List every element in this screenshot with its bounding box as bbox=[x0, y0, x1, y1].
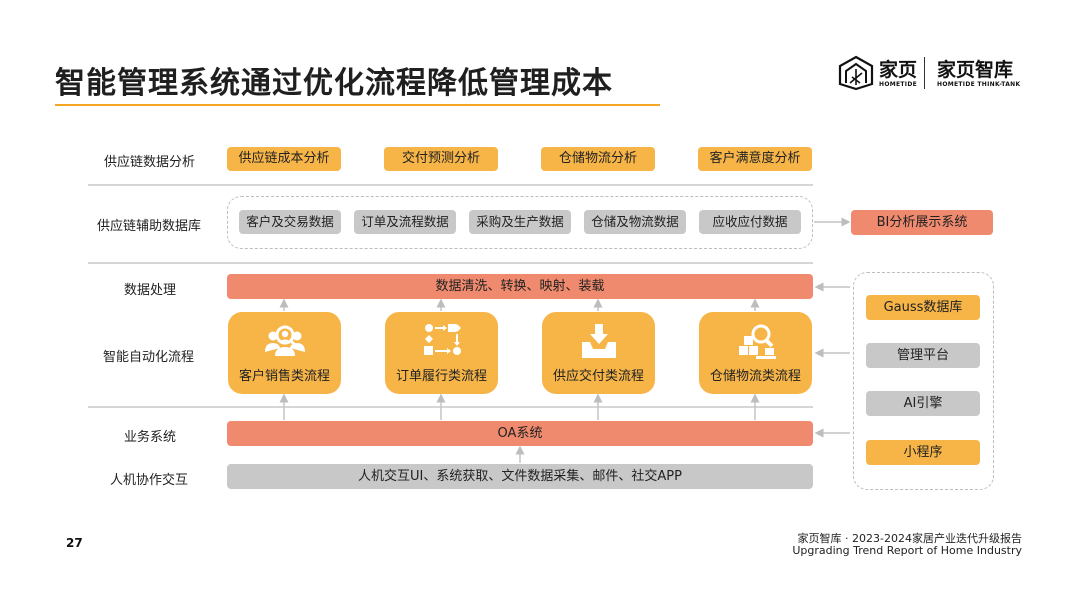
warehouse-search-icon bbox=[739, 324, 776, 359]
database-group bbox=[227, 196, 813, 249]
processing-bar: 数据清洗、转换、映射、装载 bbox=[227, 274, 813, 299]
row-label-analysis: 供应链数据分析 bbox=[104, 155, 196, 170]
footer-report-title: 家页智库 · 2023-2024家居产业迭代升级报告 bbox=[797, 532, 1022, 545]
automation-card-label: 客户销售类流程 bbox=[238, 369, 330, 384]
title-underline bbox=[55, 104, 660, 106]
brand-name-en: HOMETIDE bbox=[879, 80, 917, 88]
oa-system-bar: OA系统 bbox=[227, 421, 813, 446]
hometide-logo-icon bbox=[838, 55, 874, 91]
divider bbox=[88, 262, 813, 264]
customer-search-icon bbox=[265, 325, 305, 356]
row-label-database: 供应链辅助数据库 bbox=[97, 219, 202, 234]
page-title: 智能管理系统通过优化流程降低管理成本 bbox=[55, 66, 613, 101]
thinktank-name: 家页智库 bbox=[937, 58, 1014, 81]
side-item: 管理平台 bbox=[866, 343, 980, 368]
analysis-item: 仓储物流分析 bbox=[541, 147, 655, 171]
row-label-interaction: 人机协作交互 bbox=[110, 473, 189, 488]
side-item: 小程序 bbox=[866, 440, 980, 465]
automation-card-label: 供应交付类流程 bbox=[552, 369, 644, 384]
analysis-item: 客户满意度分析 bbox=[698, 147, 812, 171]
row-label-business: 业务系统 bbox=[124, 430, 177, 445]
logo-separator bbox=[924, 57, 926, 89]
brand-name: 家页 bbox=[879, 58, 918, 81]
divider bbox=[88, 406, 813, 408]
database-item: 应收应付数据 bbox=[699, 210, 801, 234]
inbox-download-icon bbox=[582, 324, 616, 358]
brand-logo: 家页 HOMETIDE 家页智库 HOMETIDE THINK-TANK bbox=[838, 52, 1020, 94]
automation-card: 供应交付类流程 bbox=[542, 312, 655, 394]
footer-report-subtitle: Upgrading Trend Report of Home Industry bbox=[792, 544, 1022, 557]
side-item: Gauss数据库 bbox=[866, 295, 980, 320]
row-label-processing: 数据处理 bbox=[124, 283, 177, 298]
automation-card-label: 订单履行类流程 bbox=[395, 369, 487, 384]
automation-card: 订单履行类流程 bbox=[385, 312, 498, 394]
database-item: 订单及流程数据 bbox=[354, 210, 456, 234]
analysis-item: 交付预测分析 bbox=[384, 147, 498, 171]
interaction-bar: 人机交互UI、系统获取、文件数据采集、邮件、社交APP bbox=[227, 464, 813, 489]
divider bbox=[88, 184, 813, 186]
side-item: AI引擎 bbox=[866, 391, 980, 416]
database-item: 客户及交易数据 bbox=[239, 210, 341, 234]
database-item: 仓储及物流数据 bbox=[584, 210, 686, 234]
automation-card-label: 仓储物流类流程 bbox=[709, 369, 801, 384]
row-label-automation: 智能自动化流程 bbox=[103, 350, 195, 365]
side-panel bbox=[853, 272, 994, 490]
automation-card: 客户销售类流程 bbox=[228, 312, 341, 394]
automation-card: 仓储物流类流程 bbox=[699, 312, 812, 394]
page-number: 27 bbox=[66, 536, 83, 550]
flowchart-icon bbox=[424, 324, 461, 355]
thinktank-name-en: HOMETIDE THINK-TANK bbox=[937, 80, 1021, 88]
database-item: 采购及生产数据 bbox=[469, 210, 571, 234]
analysis-item: 供应链成本分析 bbox=[227, 147, 341, 171]
bi-system-box: BI分析展示系统 bbox=[851, 210, 993, 235]
